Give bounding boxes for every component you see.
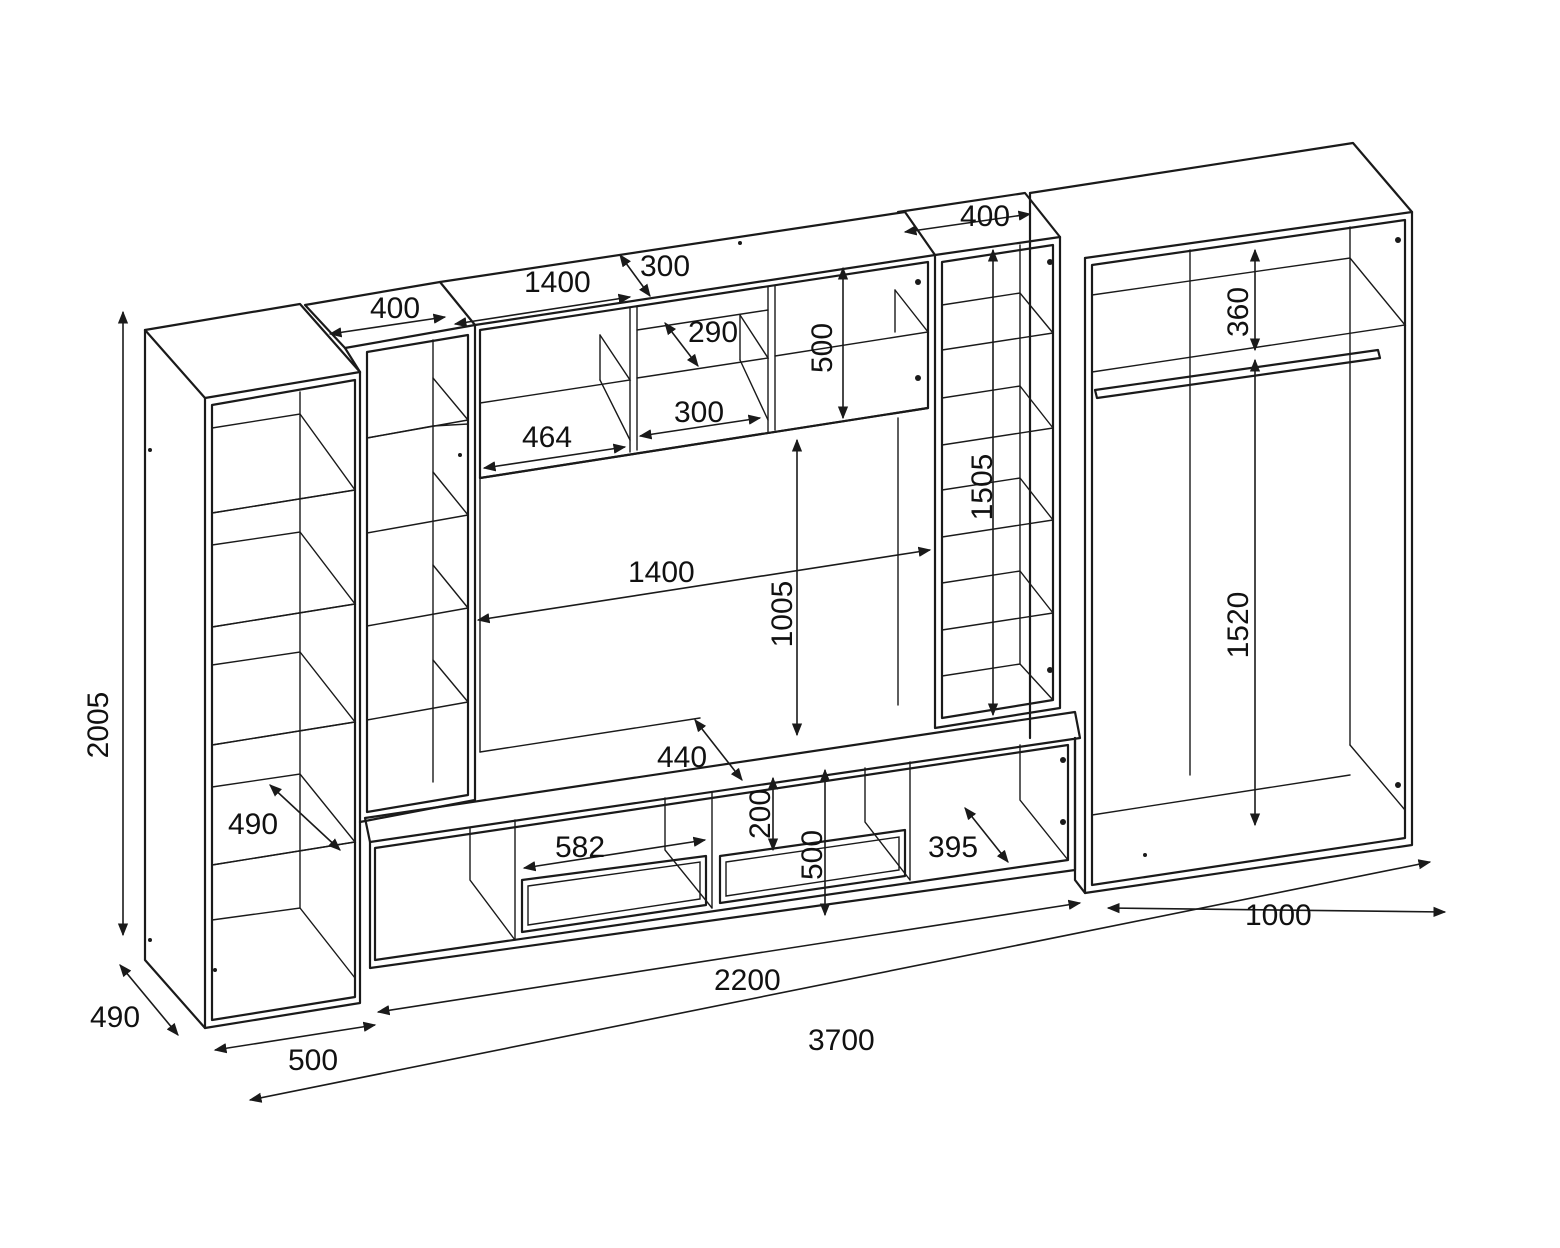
label-depth: 490: [90, 1001, 140, 1034]
second-column: [303, 280, 477, 824]
label-center-width: 2200: [714, 964, 781, 997]
label-tv-height: 1005: [766, 581, 799, 648]
dimension-lines: [117, 210, 1447, 1103]
wardrobe: [1028, 141, 1414, 895]
label-right-column-height: 1505: [966, 454, 999, 521]
dimension-labels: 2005 490 500 3700 2200 1000 490 400 1400…: [82, 200, 1312, 1077]
label-left-shelf-depth: 490: [228, 808, 278, 841]
label-wardrobe-width: 1000: [1245, 899, 1312, 932]
label-countertop-depth: 440: [657, 741, 707, 774]
label-top-1400: 1400: [524, 266, 591, 299]
label-wardrobe-shelf: 360: [1222, 287, 1255, 337]
label-lower-height: 500: [796, 830, 829, 880]
label-total-width: 3700: [808, 1024, 875, 1057]
label-left-width: 500: [288, 1044, 338, 1077]
label-upper-300: 300: [674, 396, 724, 429]
label-upper-464: 464: [522, 421, 572, 454]
left-tall-column: [143, 302, 362, 1030]
label-lower-depth: 395: [928, 831, 978, 864]
label-top-left-400: 400: [370, 292, 420, 325]
hardware-dots: [148, 237, 1401, 972]
label-drawer-width: 582: [555, 831, 605, 864]
label-tv-width: 1400: [628, 556, 695, 589]
label-top-300: 300: [640, 250, 690, 283]
label-upper-290: 290: [688, 316, 738, 349]
label-upper-500: 500: [806, 323, 839, 373]
label-top-right-400: 400: [960, 200, 1010, 233]
label-wardrobe-hanging: 1520: [1222, 592, 1255, 659]
label-overall-height: 2005: [82, 692, 115, 759]
label-drawer-height: 200: [744, 789, 777, 839]
